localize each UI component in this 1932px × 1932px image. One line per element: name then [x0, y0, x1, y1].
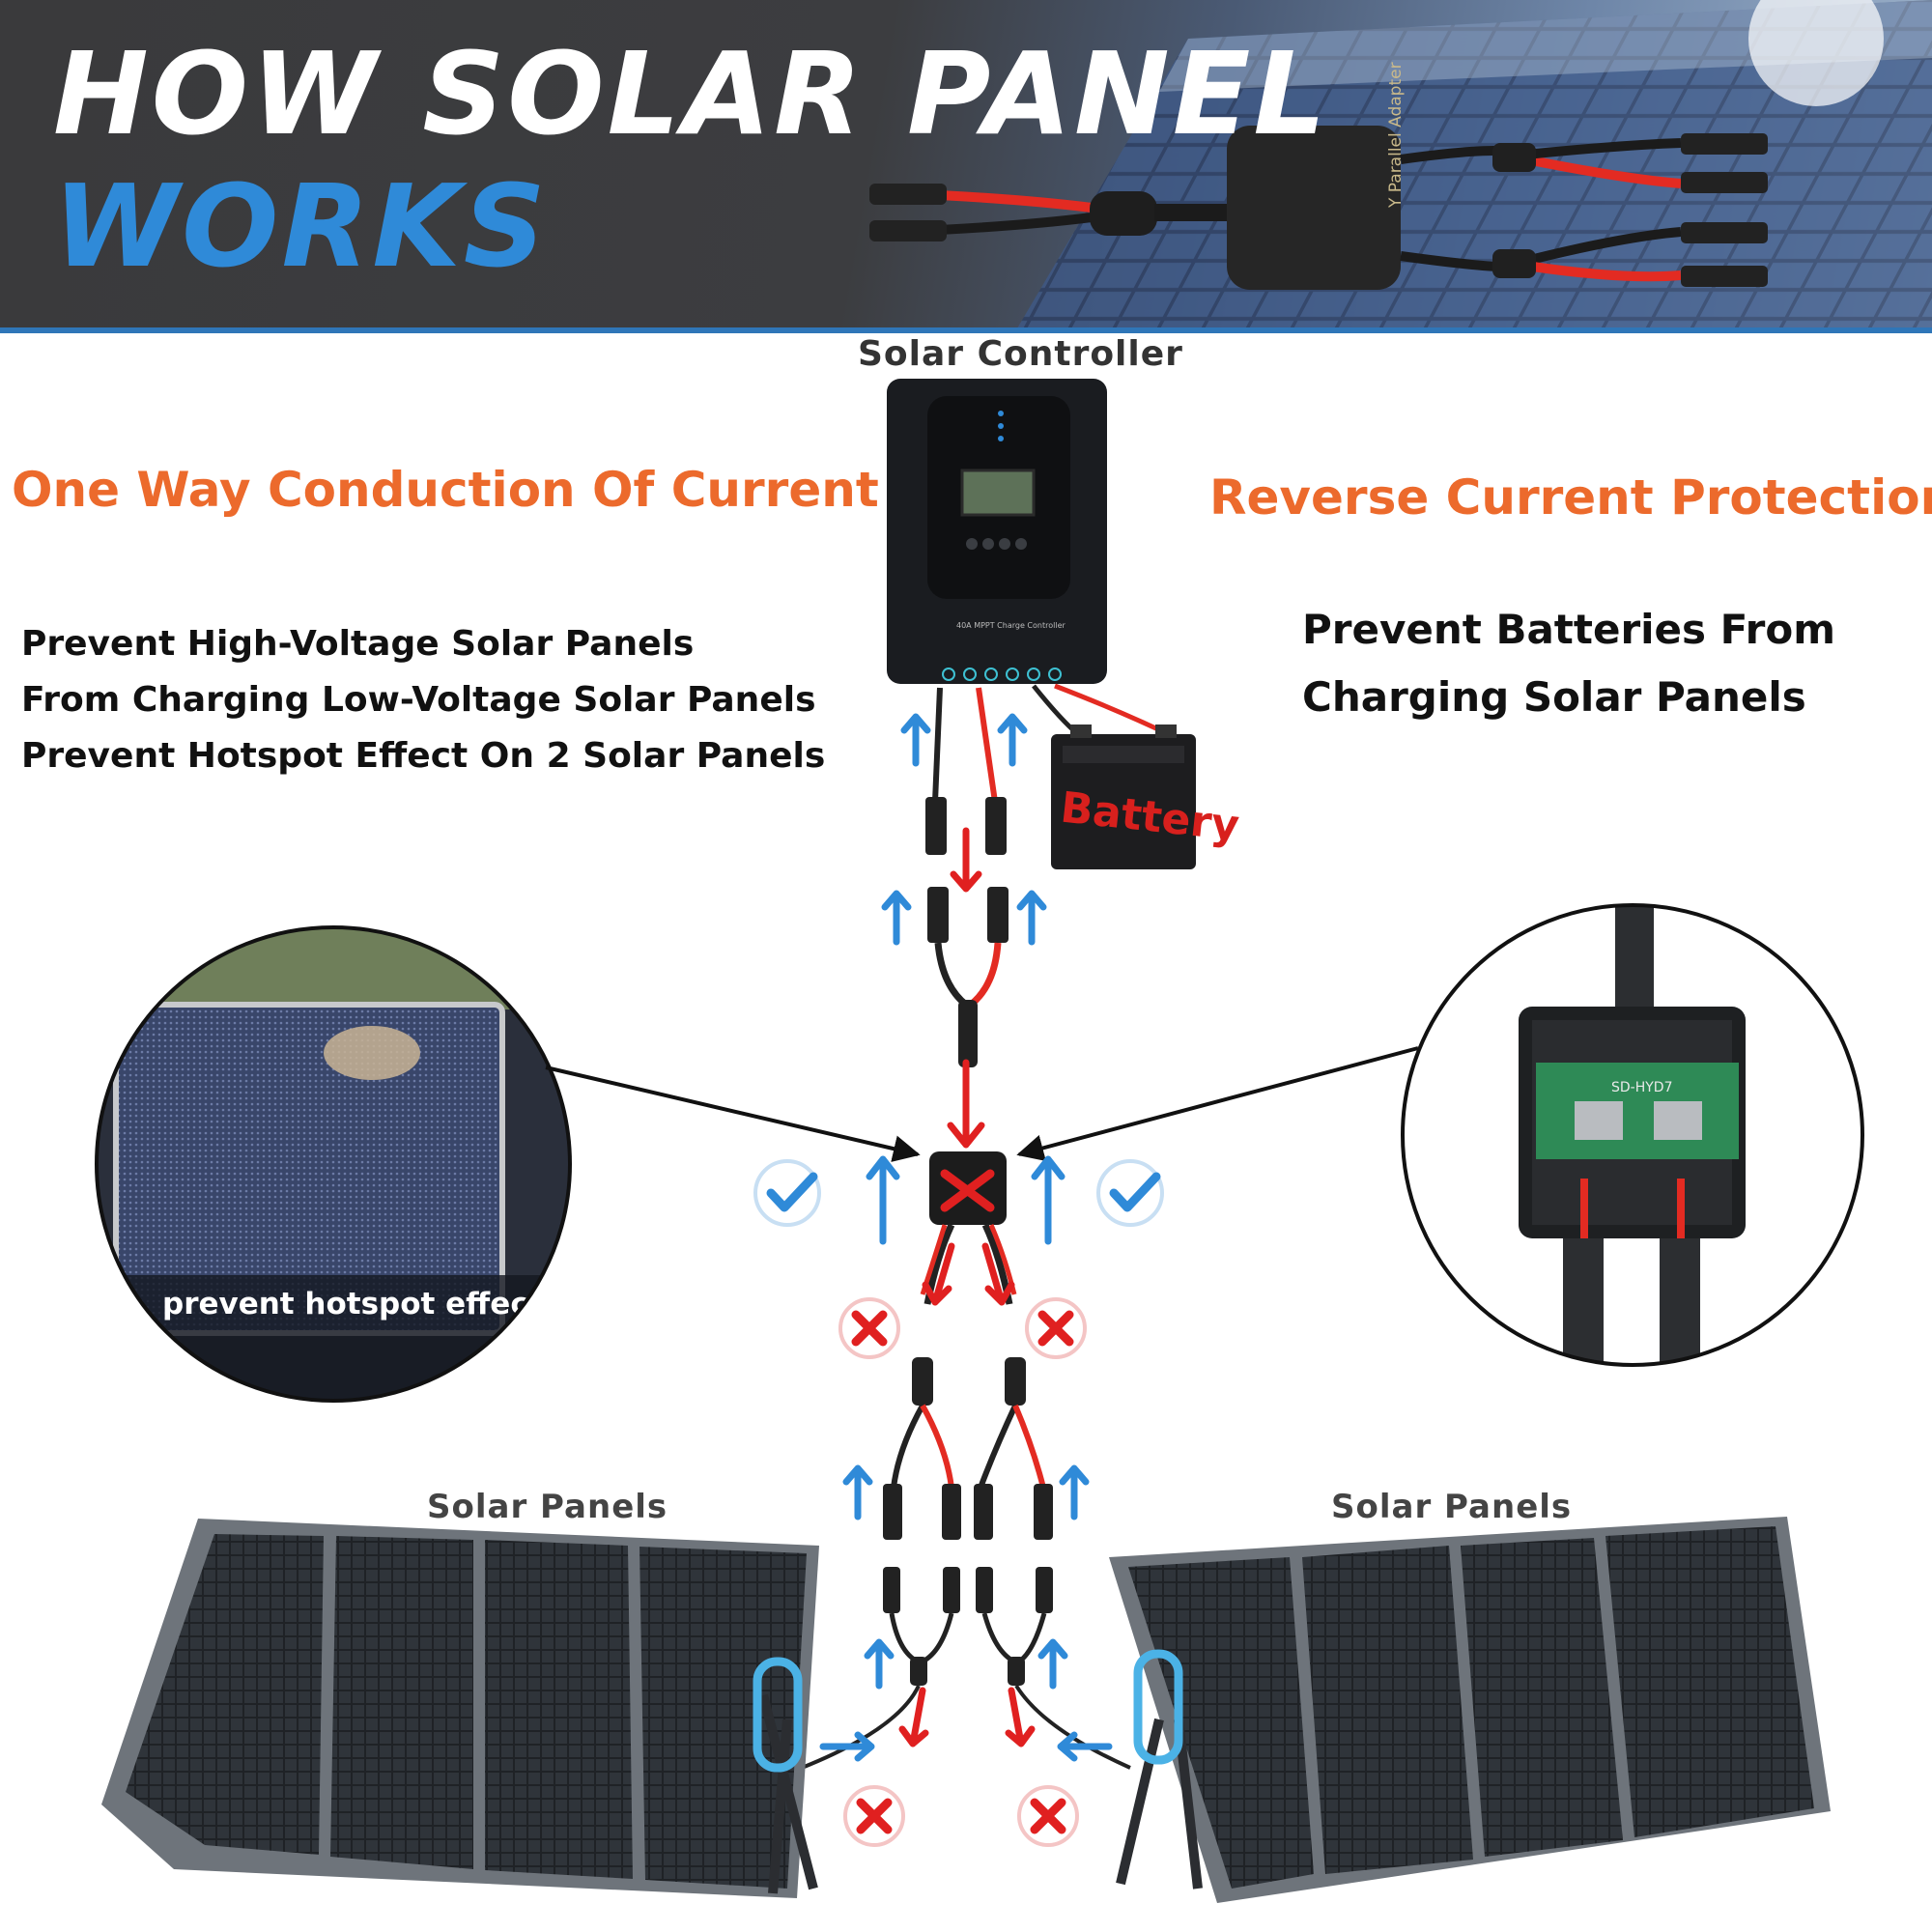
reverse-protection-description: Prevent Batteries From Charging Solar Pa… — [1302, 596, 1835, 731]
arrow-up-icon — [1059, 1464, 1090, 1520]
arrow-up-icon — [1016, 890, 1047, 946]
hotspot-caption: prevent hotspot effect — [162, 1287, 543, 1321]
arrow-up-icon — [900, 713, 931, 767]
arrow-up-icon — [842, 1464, 873, 1520]
cross-icon — [1025, 1297, 1087, 1359]
arrow-right-icon — [819, 1731, 875, 1762]
reverse-line-2: Charging Solar Panels — [1302, 673, 1806, 721]
arrow-down-icon — [981, 1242, 1015, 1306]
cross-icon — [1017, 1785, 1079, 1847]
arrow-down-icon — [1005, 1687, 1036, 1747]
arrow-left-icon — [1057, 1731, 1113, 1762]
one-way-line-2: From Charging Low-Voltage Solar Panels — [21, 680, 816, 720]
y-adapter-product: Y Parallel Adapter — [869, 62, 1768, 290]
hotspot-inset: prevent hotspot effect — [95, 925, 572, 1403]
arrow-up-icon — [997, 713, 1028, 767]
controller-model-text: 40A MPPT Charge Controller — [956, 621, 1065, 630]
adapter-label: Y Parallel Adapter — [1386, 62, 1406, 209]
arrow-down-icon — [898, 1687, 929, 1747]
title-line-1: HOW SOLAR PANEL — [53, 27, 1329, 160]
title-line-2: WORKS — [53, 159, 549, 293]
arrow-up-icon — [1037, 1638, 1068, 1690]
arrow-up-icon — [1031, 1155, 1065, 1245]
one-way-line-3: Prevent Hotspot Effect On 2 Solar Panels — [21, 736, 826, 776]
solar-panel-right — [1109, 1517, 1831, 1903]
cross-icon — [843, 1785, 905, 1847]
pcb-label: SD-HYD7 — [1611, 1080, 1673, 1095]
battery: Battery — [1051, 724, 1241, 869]
check-icon — [753, 1159, 821, 1227]
banner-divider — [0, 327, 1932, 333]
arrow-up-icon — [881, 890, 912, 946]
arrow-up-icon — [866, 1155, 900, 1245]
header-banner: Y Parallel Adapter HOW SOLAR PANEL WORKS — [0, 0, 1932, 333]
junction-box-inset: SD-HYD7 — [1401, 903, 1864, 1367]
battery-label: Battery — [1058, 783, 1241, 851]
reverse-protection-heading: Reverse Current Protection — [1209, 469, 1932, 526]
one-way-heading: One Way Conduction Of Current — [12, 462, 879, 518]
solar-controller: 40A MPPT Charge Controller — [887, 379, 1107, 684]
check-icon — [1096, 1159, 1164, 1227]
cross-icon — [940, 1169, 995, 1212]
one-way-line-1: Prevent High-Voltage Solar Panels — [21, 624, 695, 664]
arrow-up-icon — [864, 1638, 895, 1690]
one-way-description: Prevent High-Voltage Solar Panels From C… — [21, 616, 825, 784]
solar-panels-label-right: Solar Panels — [1331, 1488, 1573, 1526]
reverse-line-1: Prevent Batteries From — [1302, 606, 1835, 653]
y-adapter-center — [920, 1151, 1017, 1305]
arrow-down-icon — [950, 827, 982, 893]
cross-icon — [838, 1297, 900, 1359]
arrow-down-icon — [922, 1242, 955, 1306]
arrow-down-icon — [947, 1059, 985, 1149]
solar-panels-label-left: Solar Panels — [427, 1488, 668, 1526]
roof-solar-background: Y Parallel Adapter — [869, 0, 1932, 333]
solar-panel-left — [101, 1519, 819, 1898]
solar-controller-label: Solar Controller — [858, 334, 1183, 374]
